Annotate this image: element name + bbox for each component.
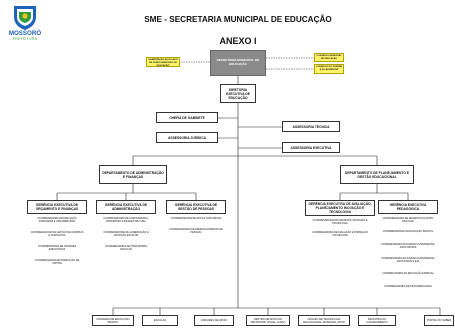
list-item: COORDENADORIA DE PROJETOS, INOVAÇÃO E TE… xyxy=(312,219,368,225)
unit-industria-conhecimento: INDÚSTRIA DO CONHECIMENTO xyxy=(358,315,396,326)
list-item: COORDENADORIA DA EDUCAÇÃO INFANTIL xyxy=(382,230,434,233)
list-coord-pedagogica: COORDENADORIA DE REGISTROS E APOIO ESCOL… xyxy=(381,217,435,304)
unit-educacao-infantil: UNIDADES DE EDUCAÇÃO INFANTIL xyxy=(92,315,134,326)
unit-portal-saber: PORTAL DO SABER xyxy=(424,315,454,326)
unit-caev: CENTRO DE APOIO AO DEFICIENTE VISUAL (CA… xyxy=(246,315,290,326)
list-coord-pessoas: COORDENADORIA DE ATOS E CONCURSOS COORDE… xyxy=(169,217,223,244)
list-item: COORDENADORIA DE EXECUÇÃO FINANCEIRA E O… xyxy=(37,217,77,223)
list-item: COORDENADORIA DA EDUCAÇÃO ESPECIAL xyxy=(382,272,434,275)
logo-tagline: PREFEITURA xyxy=(12,37,38,41)
unit-ntm: NÚCLEO DE TECNOLOGIA EDUCACIONAL MUNICIP… xyxy=(298,315,350,326)
list-item: COORDENADORIA DE GESTÃO DE COMPRAS E CON… xyxy=(30,231,84,237)
list-item: COORDENADORIA DE REGISTROS E APOIO ESCOL… xyxy=(382,217,434,223)
node-ger-pessoas: GERÊNCIA EXECUTIVA DE GESTÃO DE PESSOAS xyxy=(166,200,226,214)
unit-apoio: UNIDADES DE APOIO xyxy=(194,315,234,326)
list-item: COORDENADORIA DE PRESTAÇÃO DE CONTAS xyxy=(34,259,80,265)
node-ger-orcamento: GERÊNCIA EXECUTIVA DE ORÇAMENTO E FINANÇ… xyxy=(27,200,87,214)
list-coord-administracao: COORDENADORIA DE ALMOXARIFADO, PATRIMÔNI… xyxy=(99,217,153,258)
node-diretoria: DIRETORIA EXECUTIVA DE EDUCAÇÃO xyxy=(220,84,256,103)
node-ger-avaliacao: GERÊNCIA EXECUTIVA DE AVALIAÇÃO, PLANEJA… xyxy=(305,200,375,216)
list-item: COORDENADORIA DO ENSINO FUNDAMENTAL ANOS… xyxy=(381,257,435,263)
list-item: COORDENADORIA DE AVALIAÇÃO E FORMAÇÃO CO… xyxy=(312,231,368,237)
note-conselho-right-1: CONSELHO MUNICIPAL DE EDUCAÇÃO xyxy=(314,53,344,62)
list-item: COORDENADORIA DE UNIDADES EXECUTORAS xyxy=(37,245,77,251)
logo-city-name: MOSSORÓ xyxy=(8,30,42,37)
node-dep-administracao: DEPARTAMENTO DE ADMINISTRAÇÃO E FINANÇAS xyxy=(99,165,167,184)
list-item: COORDENADORIA DE PSICOPEDAGOGIA xyxy=(384,285,432,288)
node-ger-administracao: GERÊNCIA EXECUTIVA DE ADMINISTRAÇÃO xyxy=(96,200,156,214)
list-coord-orcamento: COORDENADORIA DE EXECUÇÃO FINANCEIRA E O… xyxy=(30,217,84,273)
page-subtitle: ANEXO I xyxy=(219,36,257,46)
list-coord-avaliacao: COORDENADORIA DE PROJETOS, INOVAÇÃO E TE… xyxy=(310,219,370,246)
node-assessoria-juridica: ASSESSORIA JURÍDICA xyxy=(156,132,218,143)
shield-emblem-icon xyxy=(14,6,36,30)
note-conselho-left: CONSELHO MUNICIPAL DE ALIMENTAÇÃO ESCOLA… xyxy=(146,57,180,67)
note-conselho-right-2: CONSELHO DO FUNDEB E DO ALIMENTAR xyxy=(314,64,344,74)
list-item: COORDENADORIA DE ALMOXARIFADO, PATRIMÔNI… xyxy=(103,217,149,223)
node-assessoria-tecnica: ASSESSORIA TÉCNICA xyxy=(282,121,340,132)
prefeitura-logo: MOSSORÓ PREFEITURA xyxy=(8,3,42,43)
node-dep-planejamento: DEPARTAMENTO DE PLANEJAMENTO E GESTÃO ED… xyxy=(340,165,414,184)
list-item: COORDENADORIA DE ATOS E CONCURSOS xyxy=(170,217,222,220)
unit-escolas: ESCOLAS xyxy=(142,315,178,326)
node-chefia: CHEFIA DE GABINETE xyxy=(156,112,218,123)
list-item: COORDENADORIA DE DESENVOLVIMENTO DE PESS… xyxy=(169,228,223,234)
page-title: SME - SECRETARIA MUNICIPAL DE EDUCAÇÃO xyxy=(144,15,332,24)
node-assessoria-executiva: ASSESSORIA EXECUTIVA xyxy=(282,142,340,153)
node-ger-pedagogica: GERÊNCIA EXECUTIVA PEDAGÓGICA xyxy=(378,200,438,214)
list-item: COORDENADORIA DE TRANSPORTE ESCOLAR xyxy=(104,245,148,251)
list-item: COORDENADORIA DE ALIMENTAÇÃO E NUTRIÇÃO … xyxy=(103,231,149,237)
list-item: COORDENADORIA DO ENSINO FUNDAMENTAL ANOS… xyxy=(381,243,435,249)
node-secretaria: SECRETARIA MUNICIPAL DE EDUCAÇÃO xyxy=(210,50,266,76)
